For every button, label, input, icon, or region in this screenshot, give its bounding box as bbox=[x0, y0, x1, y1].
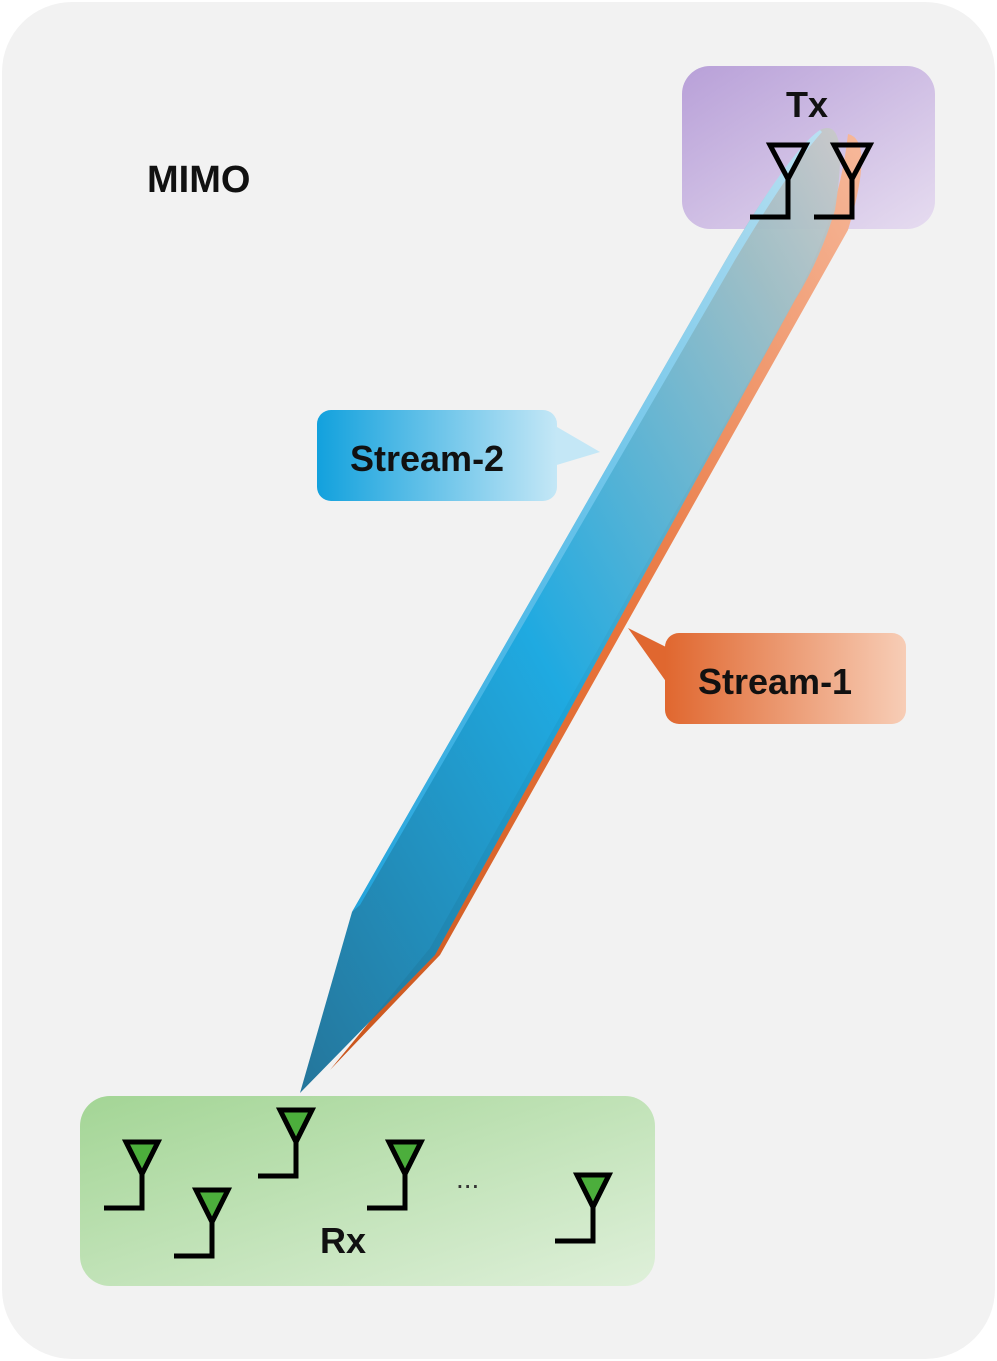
stream-1-label: Stream-1 bbox=[698, 661, 852, 702]
streams-beam bbox=[300, 127, 862, 1094]
rx-ellipsis: ... bbox=[456, 1163, 479, 1194]
stream-1-callout: Stream-1 bbox=[628, 628, 906, 724]
tx-label: Tx bbox=[786, 84, 828, 125]
rx-box bbox=[80, 1096, 655, 1286]
stream-2-label: Stream-2 bbox=[350, 438, 504, 479]
stream-2-callout-box bbox=[317, 410, 557, 501]
stream-2-callout: Stream-2 bbox=[317, 410, 600, 501]
stream-2-beam bbox=[300, 127, 840, 1094]
diagram-title: MIMO bbox=[147, 159, 250, 201]
rx-label: Rx bbox=[320, 1220, 366, 1261]
stream-2-beam-edge bbox=[352, 130, 822, 912]
stream-1-callout-pointer bbox=[628, 628, 672, 690]
stream-1-callout-box bbox=[665, 633, 906, 724]
receiver: Rx ... bbox=[80, 1096, 655, 1286]
